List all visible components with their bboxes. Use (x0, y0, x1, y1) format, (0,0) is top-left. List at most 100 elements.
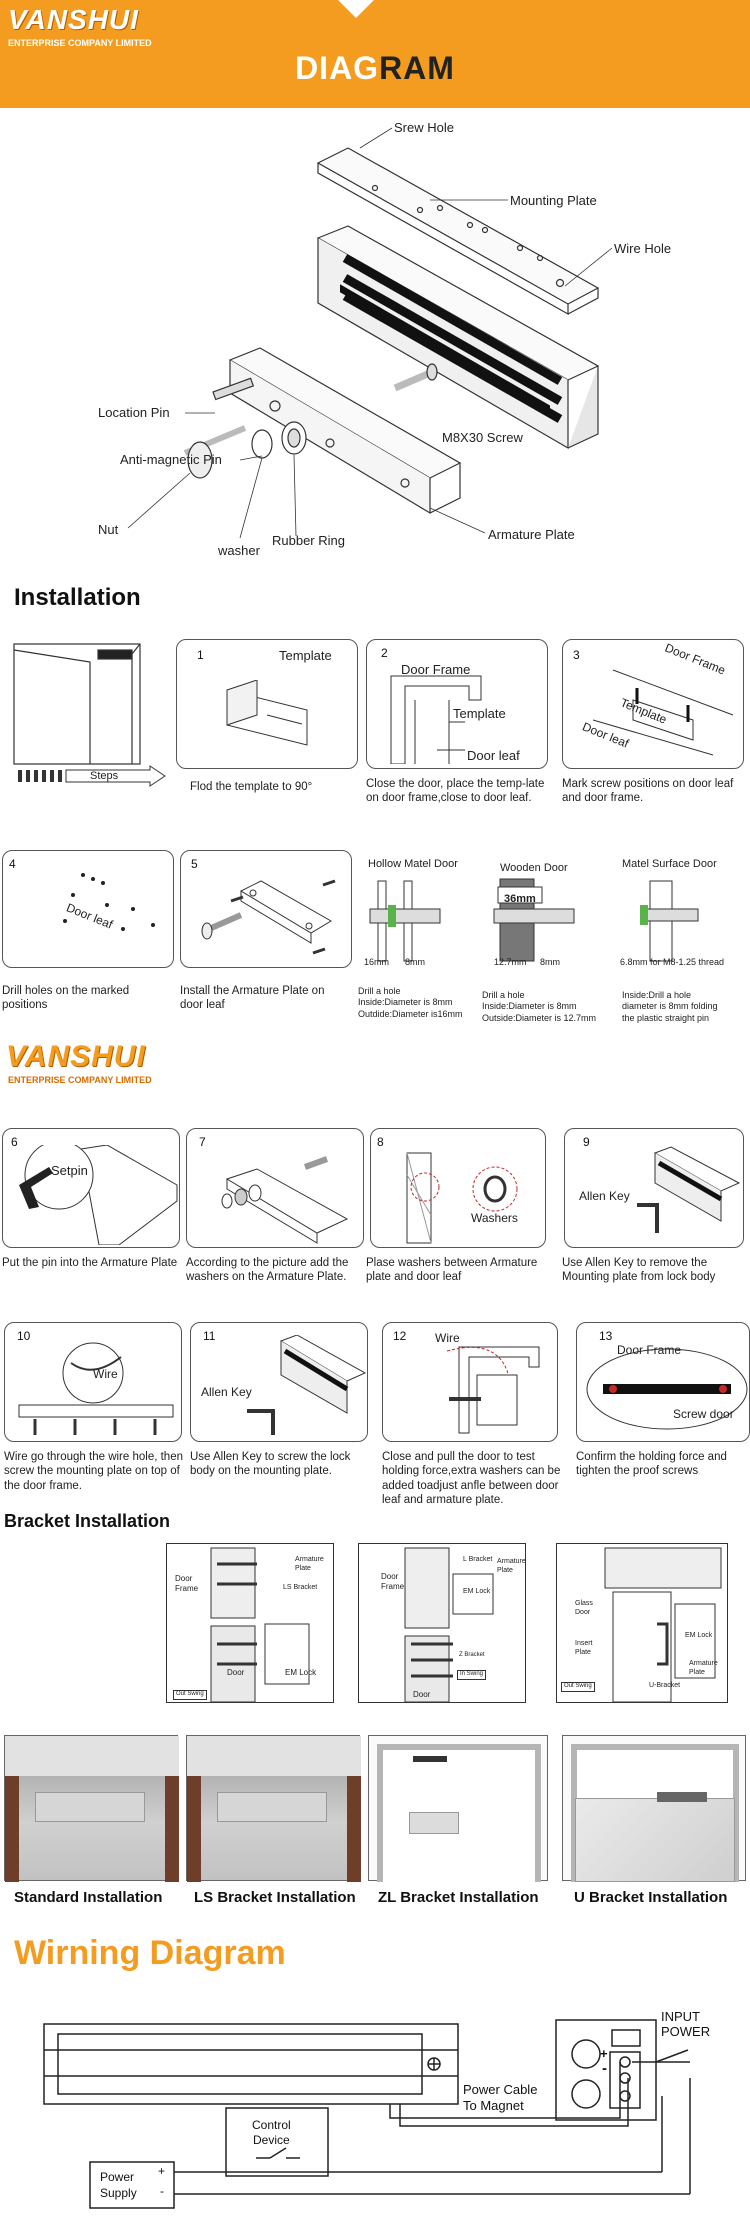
allen-key-remove-illustration (637, 1146, 741, 1233)
label-m8x30-screw: M8X30 Screw (442, 430, 523, 445)
ls-bracket-drawing (210, 1547, 310, 1702)
step-6-caption: Put the pin into the Armature Plate (2, 1257, 178, 1269)
mark-screw-illustration (592, 669, 734, 756)
brand-logo-secondary: VANSHUI (6, 1040, 146, 1073)
u-bracket-drawing (604, 1547, 722, 1702)
label-location-pin: Location Pin (98, 405, 170, 420)
zl-label-armature-plate: Armature Plate (497, 1558, 526, 1574)
photo-u-bracket-installation (562, 1735, 746, 1882)
step-10-box: 10 Wire (4, 1322, 182, 1442)
u-label-armature-plate: Armature Plate (689, 1660, 718, 1676)
step-10-label-wire: Wire (93, 1367, 118, 1381)
step-4-number: 4 (9, 857, 16, 871)
title-part-dark: RAM (379, 50, 455, 86)
step-7-box: 7 (186, 1128, 364, 1248)
u-label-u-bracket: U-Bracket (649, 1682, 681, 1689)
caption-u-bracket-installation: U Bracket Installation (574, 1889, 728, 1906)
template-fold-illustration (226, 680, 308, 746)
caption-ls-bracket-installation: LS Bracket Installation (194, 1889, 356, 1906)
door-type-hollow-title: Hollow Matel Door (368, 858, 458, 870)
zl-bracket-drawing (404, 1547, 494, 1702)
step-2-box: 2 Door Frame Template Door leaf (366, 639, 548, 769)
label-anti-magnetic-pin: Anti-magnetic Pin (120, 452, 222, 467)
wiring-diagram-drawing (43, 2019, 691, 2209)
wiring-diagram-title: Wirning Diagram (14, 1934, 286, 1972)
installation-title: Installation (14, 584, 141, 611)
armature-plate-install-illustration (201, 879, 336, 955)
step-8-number: 8 (377, 1135, 384, 1149)
brand-subtitle-secondary: ENTERPRISE COMPANY LIMITED (8, 1075, 152, 1085)
step-11-label-allen-key: Allen Key (201, 1385, 252, 1399)
label-washer: washer (218, 543, 260, 558)
step-3-number: 3 (573, 648, 580, 662)
hollow-door-caption: Drill a hole Inside:Diameter is 8mm Outd… (358, 986, 463, 1019)
label-wire-hole: Wire Hole (614, 241, 672, 256)
door-type-wooden-title: Wooden Door (500, 862, 568, 874)
door-types-illustration (369, 878, 699, 962)
wooden-door-caption: Drill a hole Inside:Diameter is 8mm Outs… (482, 990, 597, 1023)
step-10-caption: Wire go through the wire hole, then scre… (4, 1451, 183, 1492)
step-8-box: 8 Washers (370, 1128, 546, 1248)
step-6-label-setpin: Setpin (51, 1163, 88, 1178)
label-mounting-plate: Mounting Plate (510, 193, 597, 208)
label-nut: Nut (98, 522, 119, 537)
screw-lock-body-illustration (247, 1335, 367, 1435)
step-11-box: 11 Allen Key (190, 1322, 368, 1442)
step-2-label-door-leaf: Door leaf (467, 748, 520, 763)
zl-label-l-bracket: L Bracket (463, 1556, 493, 1563)
wiring-control-device-label: Control Device (252, 2118, 291, 2147)
step-12-label-wire: Wire (435, 1331, 460, 1345)
step-1-caption: Flod the template to 90° (190, 781, 313, 793)
brand-subtitle: ENTERPRISE COMPANY LIMITED (8, 38, 152, 48)
zl-label-in-swing: In Swing (457, 1670, 487, 1680)
step-2-label-template: Template (453, 706, 506, 721)
wiring-terminal-minus: - (602, 2060, 607, 2077)
page-title: DIAGRAM (0, 50, 750, 87)
door-frame-template-illustration (390, 675, 482, 764)
step-13-caption: Confirm the holding force and tighten th… (576, 1451, 727, 1478)
u-label-out-swing: Out Swing (561, 1682, 595, 1692)
step-4-box: 4 Door leaf (2, 850, 174, 968)
step-8-label-washers: Washers (471, 1211, 518, 1225)
metal-dim-thread: 6.8mm for M8-1.25 thread (620, 957, 725, 967)
step-12-number: 12 (393, 1329, 407, 1343)
step-8-caption: Plase washers between Armature plate and… (366, 1257, 538, 1284)
step-10-number: 10 (17, 1329, 31, 1343)
title-part-white: DIAG (295, 50, 380, 86)
setpin-illustration (19, 1145, 178, 1245)
ls-label-door: Door (227, 1668, 245, 1677)
door-type-metal-surface-title: Matel Surface Door (622, 858, 717, 870)
zl-label-em-lock: EM Lock (463, 1588, 491, 1595)
step-5-box: 5 (180, 850, 352, 968)
step-6-number: 6 (11, 1135, 18, 1149)
door-steps-illustration (13, 643, 166, 787)
photo-standard-installation (4, 1735, 179, 1882)
step-1-title: Template (279, 648, 332, 663)
brand-logo: VANSHUI (8, 4, 139, 35)
step-11-caption: Use Allen Key to screw the lock body on … (190, 1451, 351, 1478)
photo-ls-bracket-installation (186, 1735, 361, 1882)
wiring-terminal-plus: + (600, 2046, 608, 2061)
bracket-diagram-u: Glass Door Insert Plate EM Lock Armature… (556, 1543, 728, 1703)
wiring-input-power-label: INPUT POWER (661, 2009, 711, 2039)
step-5-number: 5 (191, 857, 198, 871)
label-rubber-ring: Rubber Ring (272, 533, 345, 548)
step-7-number: 7 (199, 1135, 206, 1149)
step-2-number: 2 (381, 646, 388, 660)
step-5-caption: Install the Armature Plate on door leaf (180, 985, 325, 1012)
step-9-caption: Use Allen Key to remove the Mounting pla… (562, 1257, 716, 1284)
step-13-box: 13 Door Frame Screw door (576, 1322, 750, 1442)
step-3-box: 3 Door Frame Template Door leaf (562, 639, 744, 769)
step-9-box: 9 Allen Key (564, 1128, 744, 1248)
caption-zl-bracket-installation: ZL Bracket Installation (378, 1889, 539, 1906)
zl-label-door-frame: Door Frame (381, 1572, 405, 1591)
step-3-caption: Mark screw positions on door leaf and do… (562, 778, 734, 805)
bracket-diagram-zl: Door Frame L Bracket Armature Plate EM L… (358, 1543, 526, 1703)
test-holding-illustration (446, 1346, 540, 1434)
u-label-glass-door: Glass Door (575, 1600, 593, 1616)
steps-label: Steps (90, 770, 119, 782)
wiring-power-supply-label: Power Supply (100, 2170, 137, 2200)
wiring-power-cable-label: Power Cable To Magnet (463, 2082, 538, 2113)
label-armature-plate: Armature Plate (488, 527, 575, 542)
zl-label-z-bracket: Z Bracket (459, 1652, 485, 1658)
